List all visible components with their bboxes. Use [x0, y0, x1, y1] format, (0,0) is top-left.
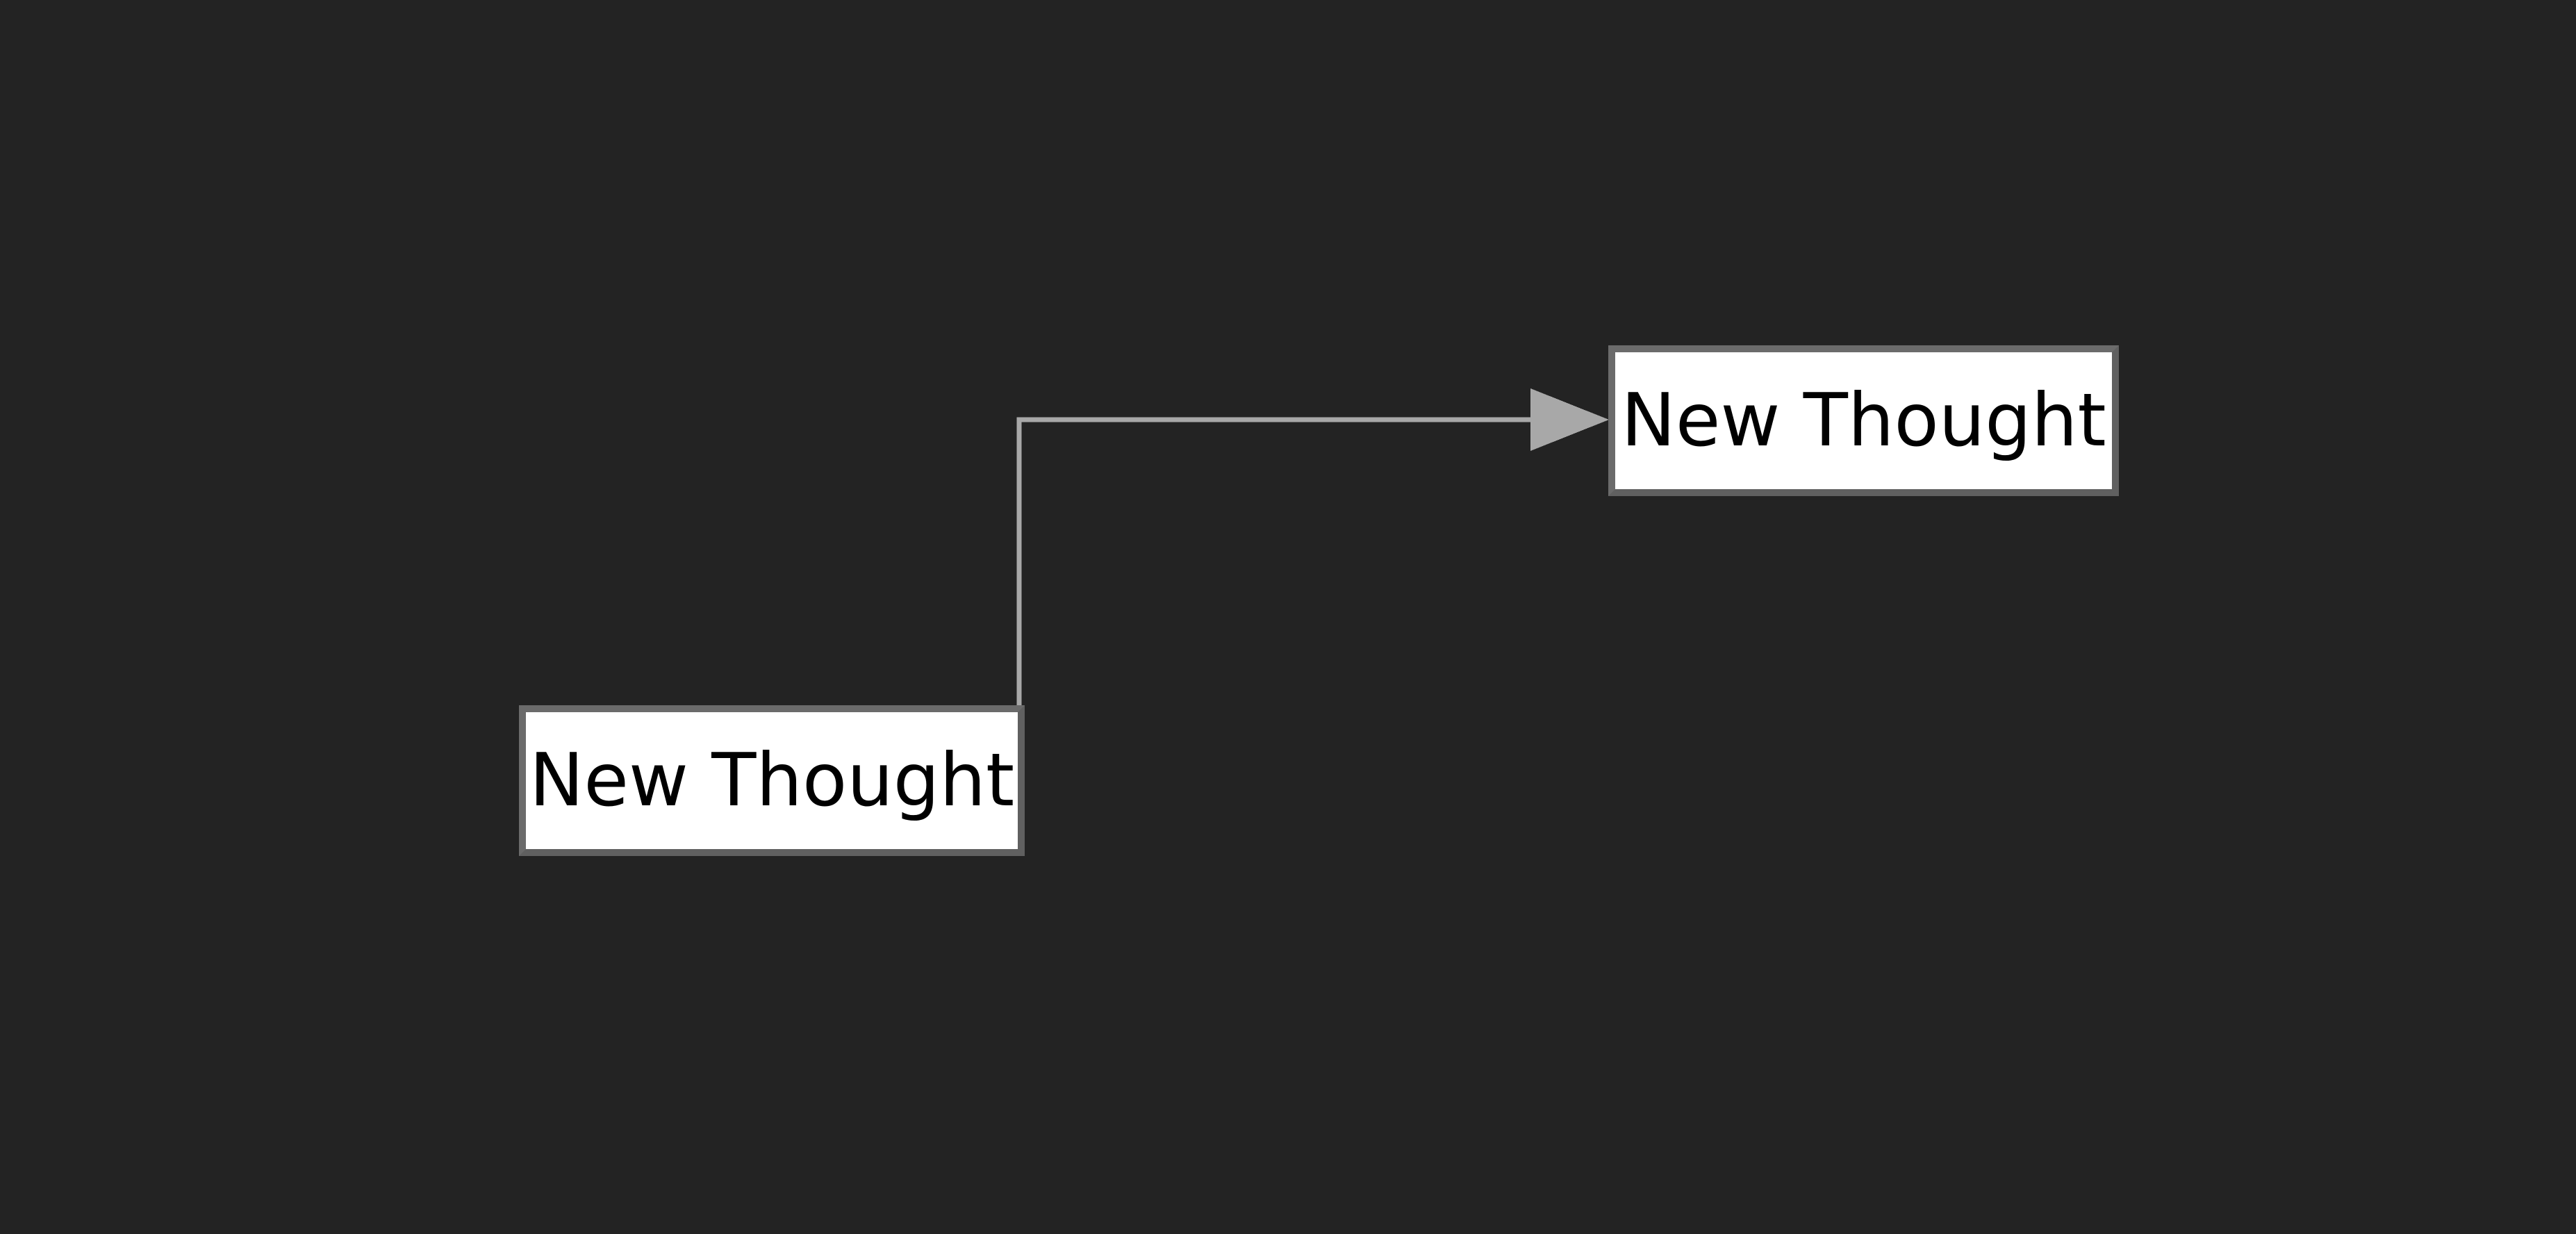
arrowhead-icon [1530, 388, 1609, 451]
edge-source-to-target[interactable] [1016, 388, 1609, 707]
thought-node-label: New Thought [529, 738, 1015, 823]
thought-node[interactable]: New Thought [1608, 345, 2119, 496]
thought-node[interactable]: New Thought [519, 705, 1025, 856]
edge-connector-line[interactable] [1016, 417, 1532, 707]
thought-node-label: New Thought [1621, 378, 2106, 463]
